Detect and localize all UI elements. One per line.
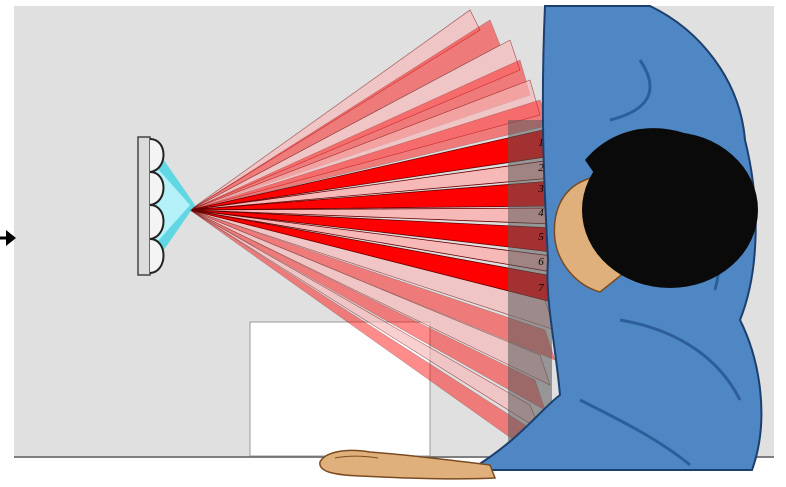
zone-label-7: 7 [538, 282, 544, 294]
zone-label-6: 6 [538, 256, 544, 268]
zone-label-2: 2 [538, 162, 544, 174]
zone-label-4: 4 [538, 207, 544, 219]
sensor-body [138, 137, 150, 275]
zone-label-1: 1 [538, 137, 544, 149]
arrow-right-icon [0, 230, 16, 246]
zone-label-5: 5 [538, 231, 544, 243]
zone-label-3: 3 [537, 183, 544, 195]
